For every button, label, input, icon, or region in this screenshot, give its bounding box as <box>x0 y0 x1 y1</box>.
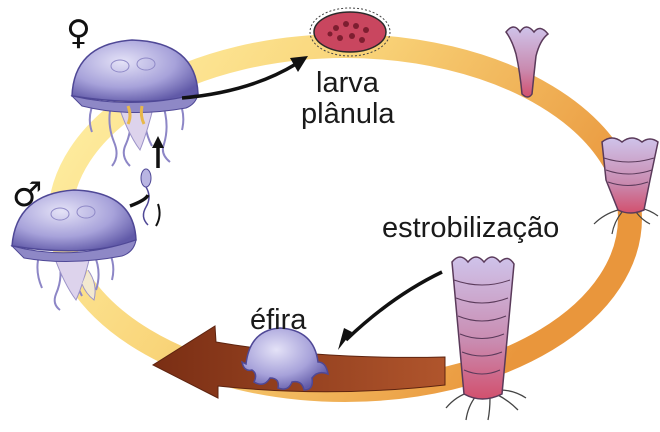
larva-label: larva <box>316 68 379 98</box>
male-symbol: ♂ <box>12 178 42 212</box>
strobila <box>446 257 526 420</box>
female-symbol: ♀ <box>66 16 91 50</box>
planula-label: plânula <box>301 99 395 129</box>
ephyra-label: éfira <box>250 305 306 335</box>
strobilation-label: estrobilização <box>382 213 559 243</box>
planula-larva <box>310 8 390 56</box>
